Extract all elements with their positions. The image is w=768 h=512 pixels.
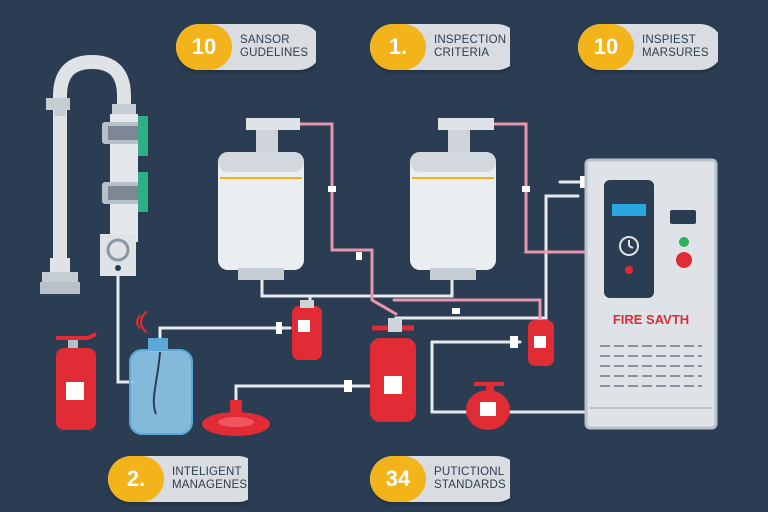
fire-extinguisher-left	[56, 332, 97, 430]
panel-clock-icon	[619, 236, 639, 256]
badge-intelligent-management: 2. INTELIGENT MANAGENES	[108, 456, 248, 502]
badge-number: 2.	[108, 456, 164, 502]
fire-extinguisher-center	[370, 318, 416, 422]
badge-protection-standards: 34 PUTICTIONL STANDARDS	[370, 456, 510, 502]
badge-number: 10	[578, 24, 634, 70]
badge-text: INSPIEST MARSURES	[642, 34, 709, 59]
panel-label: FIRE SAVTH	[613, 312, 689, 327]
badge-text: INSPECTION CRITERIA	[434, 34, 507, 59]
badge-number: 10	[176, 24, 232, 70]
badge-number: 34	[370, 456, 426, 502]
fire-valve	[466, 382, 510, 430]
wireless-signal-icon	[136, 311, 147, 333]
gauge-icon	[106, 238, 130, 262]
sprinkler-head	[202, 400, 270, 436]
badge-number: 1.	[370, 24, 426, 70]
water-reservoir	[129, 338, 193, 435]
panel-screen	[612, 204, 646, 216]
control-panel: FIRE SAVTH	[584, 158, 718, 430]
badge-text: INTELIGENT MANAGENES	[172, 466, 248, 491]
fire-extinguisher-right	[528, 320, 554, 366]
water-tank-right	[410, 118, 496, 280]
standpipe-assembly	[40, 54, 148, 294]
fire-extinguisher-small	[292, 300, 322, 360]
pipe-couplings	[276, 176, 586, 392]
badge-text: PUTICTIONL STANDARDS	[434, 466, 506, 491]
badge-inspect-measures: 10 INSPIEST MARSURES	[578, 24, 718, 70]
alarm-button	[676, 252, 692, 268]
panel-vents	[600, 345, 702, 387]
status-light-green	[679, 237, 689, 247]
badge-text: SANSOR GUDELINES	[240, 34, 309, 59]
water-tank-left	[218, 118, 304, 280]
badge-inspection-criteria: 1. INSPECTION CRITERIA	[370, 24, 510, 70]
badge-sensor-guidelines: 10 SANSOR GUDELINES	[176, 24, 316, 70]
